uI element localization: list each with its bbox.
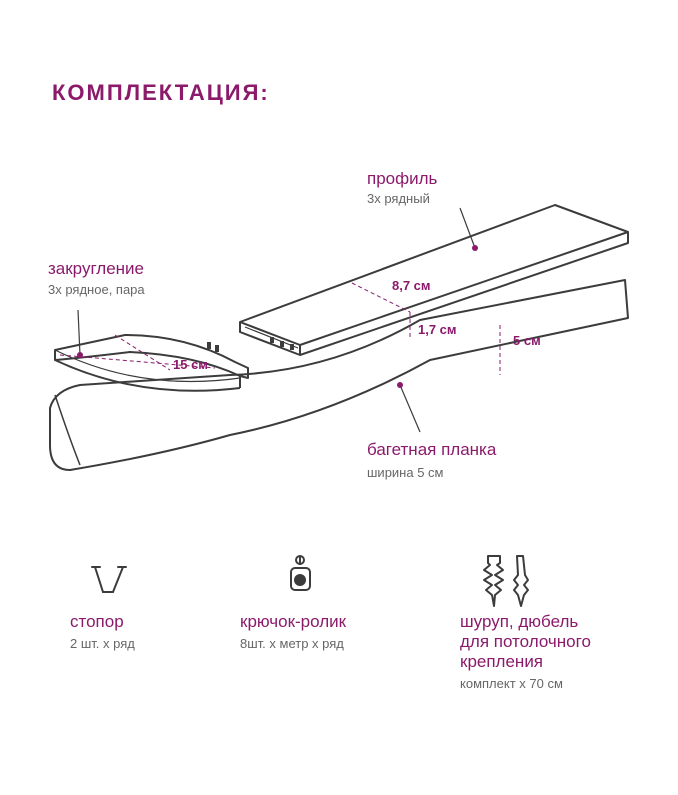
baguette-strip <box>49 279 629 471</box>
screw-dowel-label-line-1: шуруп, дюбель <box>460 612 579 631</box>
hook-roller-label: крючок-ролик <box>240 612 347 631</box>
stopper-label: стопор <box>70 612 124 631</box>
hook-roller-sub: 8шт. х метр х ряд <box>240 636 344 651</box>
baguette-label: багетная планка <box>367 440 497 459</box>
corner-length-dim: 15 см <box>173 357 208 372</box>
hook-roller-icon <box>290 555 311 591</box>
profile-front <box>239 322 301 356</box>
baguette-strip-edge <box>54 394 81 466</box>
stopper-sub: 2 шт. х ряд <box>70 636 135 651</box>
corner-piece <box>54 334 249 379</box>
screw-dowel-icon <box>483 555 529 607</box>
screw-dowel-label-line-2: для потолочного <box>460 632 591 651</box>
profile-right <box>299 232 629 356</box>
profile-label: профиль <box>367 169 438 188</box>
page-title: КОМПЛЕКТАЦИЯ: <box>52 80 270 105</box>
profile-sub: 3х рядный <box>367 191 430 206</box>
profile-width-dim: 8,7 см <box>392 278 431 293</box>
screw-dowel-sub: комплект х 70 см <box>460 676 563 691</box>
baguette-height-dim: 5 см <box>513 333 541 348</box>
profile-height-dim: 1,7 см <box>418 322 457 337</box>
corner-sub: 3х рядное, пара <box>48 282 145 297</box>
stopper-icon <box>91 566 127 593</box>
accessory-hook-roller: крючок-ролик 8шт. х метр х ряд <box>240 612 346 652</box>
screw-dowel-label-line-3: крепления <box>460 652 544 671</box>
corner-label: закругление <box>48 259 144 278</box>
accessory-stopper: стопор 2 шт. х ряд <box>70 612 135 652</box>
baguette-sub: ширина 5 см <box>367 465 444 480</box>
accessory-screw-dowel: шуруп, дюбель для потолочного крепления … <box>460 612 591 692</box>
